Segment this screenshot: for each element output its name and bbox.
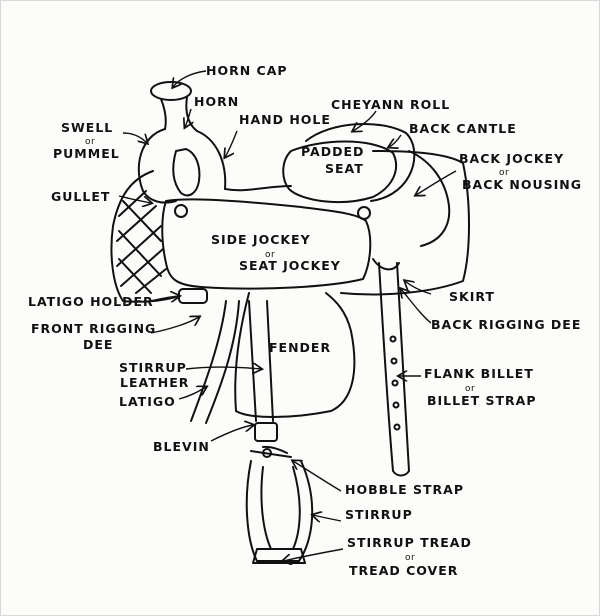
label-leather: LEATHER — [120, 375, 190, 390]
label-hand-hole: HAND HOLE — [239, 112, 331, 127]
label-stirrup-tread: STIRRUP TREAD — [347, 535, 472, 550]
stirrup-shape — [245, 460, 314, 562]
label-front-rigging: FRONT RIGGING — [31, 321, 157, 336]
label-stirrup-tread-or: or — [405, 553, 416, 563]
label-flank-billet-or: or — [465, 384, 476, 394]
label-swell: SWELL — [61, 120, 114, 135]
label-padded: PADDED — [301, 144, 365, 159]
label-horn-cap: HORN CAP — [206, 63, 288, 78]
label-horn: HORN — [194, 94, 240, 109]
label-latigo-holder: LATIGO HOLDER — [28, 294, 154, 309]
label-latigo: LATIGO — [119, 394, 176, 409]
front-concho — [174, 204, 188, 218]
back-jockey-shape — [408, 150, 451, 247]
back-rigging-dee-shape — [372, 258, 400, 271]
label-side-jockey-or: or — [265, 250, 276, 260]
label-front-rigging-dee: DEE — [83, 337, 114, 352]
tread-shape — [252, 548, 306, 564]
label-hobble-strap: HOBBLE STRAP — [345, 482, 464, 497]
label-seat-jockey: SEAT JOCKEY — [239, 258, 341, 273]
cantle-shape — [305, 123, 416, 202]
stirrup-leather-shape — [248, 300, 274, 422]
fender-shape — [234, 292, 356, 418]
back-concho — [357, 206, 371, 220]
label-back-rigging-dee: BACK RIGGING DEE — [431, 317, 582, 332]
label-blevin: BLEVIN — [153, 439, 210, 454]
label-seat: SEAT — [325, 161, 364, 176]
label-cheyann-roll: CHEYANN ROLL — [331, 97, 451, 112]
flank-billet-shape — [378, 262, 410, 477]
label-gullet: GULLET — [51, 189, 111, 204]
label-billet-strap: BILLET STRAP — [427, 393, 537, 408]
label-fender: FENDER — [269, 340, 332, 355]
horn-shape — [160, 96, 198, 132]
label-side-jockey: SIDE JOCKEY — [211, 232, 311, 247]
swell-shape — [137, 128, 227, 204]
latigo-shape — [190, 300, 240, 424]
label-tread-cover: TREAD COVER — [349, 563, 459, 578]
label-skirt: SKIRT — [449, 289, 495, 304]
padded-seat-shape — [282, 140, 398, 203]
blevin-buckle — [254, 422, 278, 442]
latigo-holder-shape — [178, 288, 208, 304]
side-jockey-shape — [161, 198, 372, 290]
label-stirrup: STIRRUP — [119, 360, 187, 375]
hand-hole-shape — [172, 148, 201, 197]
label-back-jockey-or: or — [499, 168, 510, 178]
label-flank-billet: FLANK BILLET — [424, 366, 534, 381]
label-swell-or: or — [85, 137, 96, 147]
label-pummel: PUMMEL — [53, 146, 120, 161]
horn-cap-shape — [150, 81, 192, 101]
label-back-jockey: BACK JOCKEY — [459, 151, 565, 166]
label-back-nousing: BACK NOUSING — [462, 177, 583, 192]
label-stirrup-part: STIRRUP — [345, 507, 413, 522]
label-back-cantle: BACK CANTLE — [409, 121, 517, 136]
